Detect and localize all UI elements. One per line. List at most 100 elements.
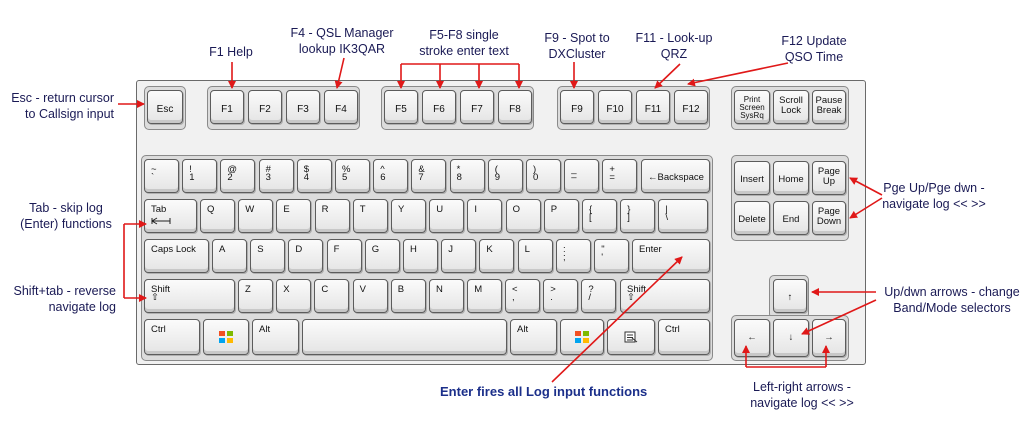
f9-note-line-2: DXCluster <box>548 47 606 61</box>
left-ctrl-key[interactable]: Ctrl <box>144 319 200 355</box>
left-windows-key[interactable] <box>203 319 249 355</box>
pause-break-key[interactable]: Pause Break <box>812 90 846 124</box>
key-m[interactable]: M <box>467 279 503 313</box>
key-d[interactable]: D <box>288 239 324 273</box>
key-r[interactable]: R <box>314 199 350 233</box>
key-h[interactable]: H <box>403 239 438 273</box>
f8-key[interactable]: F8 <box>498 90 532 124</box>
menu-key[interactable] <box>607 319 655 355</box>
key-j[interactable]: J <box>441 239 477 273</box>
number-row-key-1[interactable]: ~` <box>144 159 179 193</box>
bracket-key-3[interactable]: |\ <box>658 199 709 233</box>
caps-lock-key[interactable]: Caps Lock <box>144 239 209 273</box>
key-k[interactable]: K <box>479 239 515 273</box>
f3-key[interactable]: F3 <box>286 90 320 124</box>
key-o[interactable]: O <box>505 199 541 233</box>
end-key[interactable]: End <box>773 201 809 235</box>
left-shift-key[interactable]: Shift⇧ <box>144 279 235 313</box>
number-row-key-10[interactable]: (9 <box>487 159 523 193</box>
f12-key[interactable]: F12 <box>674 90 708 124</box>
delete-key-label: Delete <box>738 214 766 225</box>
number-row-key-6[interactable]: %5 <box>335 159 370 193</box>
left-alt-key-label: Alt <box>259 324 271 335</box>
key-y[interactable]: Y <box>391 199 426 233</box>
key-g[interactable]: G <box>364 239 400 273</box>
right-ctrl-key[interactable]: Ctrl <box>658 319 710 355</box>
key-n[interactable]: N <box>429 279 464 313</box>
key-f[interactable]: F <box>326 239 362 273</box>
print-screen-key[interactable]: Print Screen SysRq <box>734 90 770 124</box>
key-x[interactable]: X <box>276 279 312 313</box>
key-z[interactable]: Z <box>238 279 273 313</box>
scroll-lock-key-label: Scroll Lock <box>779 95 803 116</box>
arrow-right-key-label: → <box>824 332 834 343</box>
key-t[interactable]: T <box>352 199 388 233</box>
f11-key[interactable]: F11 <box>636 90 670 124</box>
number-row-key-2[interactable]: !1 <box>182 159 218 193</box>
key-p[interactable]: P <box>543 199 579 233</box>
space-bar[interactable] <box>302 319 507 355</box>
f5-key[interactable]: F5 <box>384 90 418 124</box>
backspace-key[interactable]: ←Backspace <box>641 159 710 193</box>
key-b[interactable]: B <box>390 279 426 313</box>
bracket-key-1[interactable]: {[ <box>582 199 617 233</box>
home-key[interactable]: Home <box>773 161 809 195</box>
key-q[interactable]: Q <box>200 199 235 233</box>
enter-key-label: Enter <box>639 244 662 255</box>
key-s[interactable]: S <box>250 239 286 273</box>
number-row-key-13[interactable]: += <box>602 159 638 193</box>
number-row-key-4[interactable]: #3 <box>258 159 294 193</box>
quote-key-1[interactable]: :; <box>556 239 591 273</box>
delete-key[interactable]: Delete <box>734 201 770 235</box>
f9-note-line-1: F9 - Spot to <box>544 31 610 45</box>
f1-key[interactable]: F1 <box>210 90 244 124</box>
tab-key[interactable]: Tab <box>144 199 197 233</box>
right-shift-key[interactable]: Shift⇧ <box>620 279 710 313</box>
number-row-key-12[interactable]: _– <box>564 159 600 193</box>
number-row-key-3[interactable]: @2 <box>220 159 256 193</box>
insert-key[interactable]: Insert <box>734 161 770 195</box>
f9-key[interactable]: F9 <box>560 90 594 124</box>
number-row-key-11[interactable]: )0 <box>526 159 561 193</box>
bracket-key-2[interactable]: }] <box>620 199 656 233</box>
right-windows-key[interactable] <box>560 319 604 355</box>
number-row-key-5-label-1: $ <box>303 164 310 175</box>
number-row-key-9[interactable]: *8 <box>449 159 485 193</box>
key-e[interactable]: E <box>276 199 312 233</box>
number-row-key-5[interactable]: $4 <box>296 159 332 193</box>
quote-key-2[interactable]: "' <box>594 239 630 273</box>
right-alt-key[interactable]: Alt <box>510 319 557 355</box>
punct-key-2[interactable]: >. <box>543 279 579 313</box>
f5-f8-note-line-2: stroke enter text <box>419 44 509 58</box>
up-down-note: Up/dwn arrows - change Band/Mode selecto… <box>874 284 1030 316</box>
arrow-up-key[interactable]: ↑ <box>773 279 807 313</box>
page-up-key[interactable]: Page Up <box>812 161 846 195</box>
key-u[interactable]: U <box>429 199 465 233</box>
f2-key[interactable]: F2 <box>248 90 282 124</box>
number-row-key-8[interactable]: &7 <box>411 159 447 193</box>
esc-key[interactable]: Esc <box>147 90 183 124</box>
number-row-key-7[interactable]: ^6 <box>373 159 409 193</box>
key-a[interactable]: A <box>212 239 247 273</box>
punct-key-3-label-1: ? <box>588 284 594 295</box>
punct-key-1[interactable]: <, <box>505 279 540 313</box>
key-c[interactable]: C <box>314 279 350 313</box>
key-l[interactable]: L <box>517 239 553 273</box>
f4-key[interactable]: F4 <box>324 90 358 124</box>
arrow-down-key[interactable]: ↓ <box>773 319 809 357</box>
key-v[interactable]: V <box>352 279 388 313</box>
key-w[interactable]: W <box>238 199 274 233</box>
punct-key-3[interactable]: ?/ <box>581 279 617 313</box>
f7-key[interactable]: F7 <box>460 90 494 124</box>
key-i[interactable]: I <box>467 199 503 233</box>
left-alt-key[interactable]: Alt <box>252 319 299 355</box>
f10-key[interactable]: F10 <box>598 90 632 124</box>
up-down-note-line-2: Band/Mode selectors <box>893 301 1011 315</box>
page-down-key[interactable]: Page Down <box>812 201 846 235</box>
f6-key[interactable]: F6 <box>422 90 456 124</box>
arrow-left-key[interactable]: ← <box>734 319 770 357</box>
number-row-key-13-label-1: + <box>609 164 615 175</box>
arrow-right-key[interactable]: → <box>812 319 846 357</box>
scroll-lock-key[interactable]: Scroll Lock <box>773 90 809 124</box>
enter-note: Enter fires all Log input functions <box>440 384 647 400</box>
